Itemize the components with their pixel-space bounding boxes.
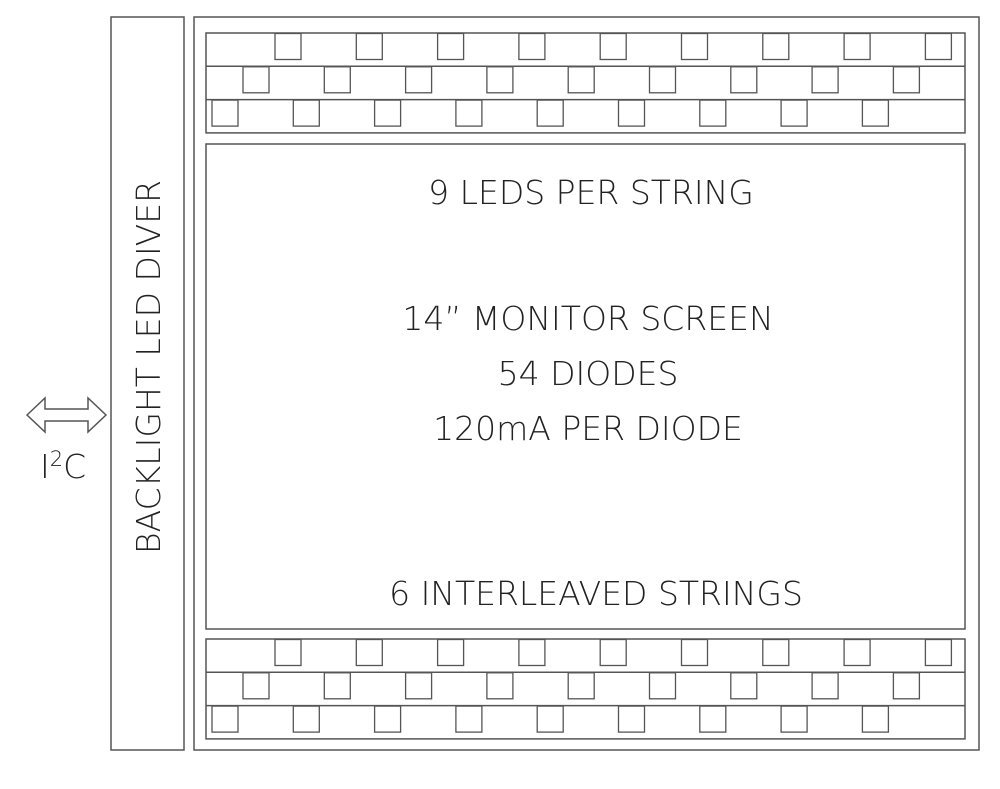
interleaved-strings-label: 6 INTERLEAVED STRINGS — [389, 574, 803, 613]
i2c-label: I2C — [40, 447, 86, 486]
led-diode — [242, 66, 270, 94]
led-diode — [436, 638, 465, 667]
led-diode — [536, 705, 564, 733]
led-diode — [680, 638, 709, 667]
led-diode — [373, 705, 402, 733]
led-driver-box — [110, 16, 185, 751]
led-diode — [680, 32, 709, 61]
led-diode — [436, 32, 465, 61]
led-diode — [699, 705, 727, 733]
led-diode — [861, 705, 890, 733]
led-diode — [274, 32, 302, 61]
led-diode — [242, 672, 270, 700]
led-diode — [843, 638, 871, 667]
led-diode — [599, 638, 627, 667]
led-diode — [211, 705, 239, 733]
led-diode — [567, 672, 595, 700]
led-diode — [292, 99, 320, 127]
led-diode — [518, 638, 546, 667]
led-driver-label: BACKLIGHT LED DIVER — [129, 180, 168, 554]
led-diode — [648, 66, 677, 94]
led-diode — [486, 672, 514, 700]
led-diode — [892, 66, 921, 94]
leds-per-string-label: 9 LEDS PER STRING — [428, 173, 754, 212]
bottom-led-strip — [205, 638, 966, 740]
led-diode — [699, 99, 727, 127]
led-diode — [455, 705, 483, 733]
led-diode — [924, 32, 953, 61]
led-diode — [861, 99, 890, 127]
led-diode — [373, 99, 402, 127]
current-per-diode-label: 120mA PER DIODE — [433, 409, 743, 448]
led-diode — [648, 672, 677, 700]
led-diode — [617, 99, 646, 127]
led-diode — [617, 705, 646, 733]
led-diode — [762, 638, 790, 667]
screen-area — [205, 143, 966, 630]
led-diode — [924, 638, 953, 667]
led-diode — [518, 32, 546, 61]
led-diode — [599, 32, 627, 61]
led-diode — [455, 99, 483, 127]
led-diode — [811, 672, 839, 700]
led-diode — [355, 32, 383, 61]
led-diode — [567, 66, 595, 94]
monitor-frame — [193, 16, 980, 751]
monitor-label: 14” MONITOR SCREEN — [402, 299, 773, 338]
led-diode — [811, 66, 839, 94]
led-diode — [730, 66, 758, 94]
led-diode — [762, 32, 790, 61]
top-strip-border — [205, 32, 966, 134]
led-diode — [780, 705, 808, 733]
led-diode — [730, 672, 758, 700]
led-diode — [355, 638, 383, 667]
diodes-count-label: 54 DIODES — [498, 354, 679, 393]
led-diode — [323, 66, 351, 94]
led-diode — [486, 66, 514, 94]
led-diode — [404, 66, 433, 94]
led-diode — [274, 638, 302, 667]
led-diode — [536, 99, 564, 127]
top-led-strip — [205, 32, 966, 134]
led-diode — [323, 672, 351, 700]
led-diode — [892, 672, 921, 700]
led-diode — [843, 32, 871, 61]
bottom-strip-border — [205, 638, 966, 740]
led-diode — [211, 99, 239, 127]
led-diode — [780, 99, 808, 127]
led-diode — [292, 705, 320, 733]
i2c-double-arrow — [25, 396, 108, 434]
led-diode — [404, 672, 433, 700]
